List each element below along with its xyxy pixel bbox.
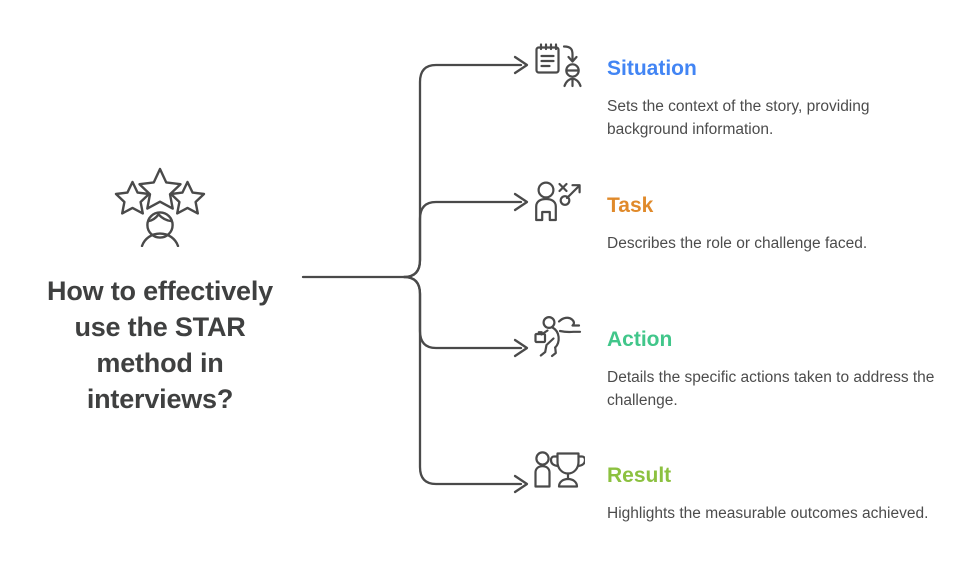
branch-task-description: Describes the role or challenge faced. <box>607 232 937 255</box>
desc-line-1: Describes the role or challenge faced. <box>607 235 868 252</box>
title-line-2: use the STAR <box>74 312 246 342</box>
connector-action <box>402 275 523 350</box>
branch-result-label: Result <box>607 464 672 487</box>
root-node: How to effectively use the STAR method i… <box>10 165 310 417</box>
branch-situation-description: Sets the context of the story, providing… <box>607 95 937 141</box>
branch-action-label: Action <box>607 328 673 351</box>
arrowhead-task <box>513 192 529 212</box>
branch-task-header: Task <box>533 178 953 230</box>
title-line-3: method in <box>96 348 224 378</box>
branch-task-label: Task <box>607 194 654 217</box>
arrowhead-result <box>513 474 529 494</box>
branch-action[interactable]: Action Details the specific actions take… <box>533 312 953 412</box>
branch-result-description: Highlights the measurable outcomes achie… <box>607 502 937 525</box>
arrowhead-action <box>513 338 529 358</box>
clipboard-arrow-person-icon <box>535 43 582 88</box>
person-strategy-icon <box>535 181 581 222</box>
branch-action-description: Details the specific actions taken to ad… <box>607 366 937 412</box>
three-stars-person-icon <box>114 167 206 247</box>
desc-line-1: Details the specific actions taken to <box>607 369 850 386</box>
running-person-briefcase-icon <box>534 315 582 358</box>
desc-line-1: Highlights the measurable outcomes <box>607 505 858 522</box>
person-trophy-icon <box>534 451 585 488</box>
connector-task <box>402 200 523 279</box>
desc-line-1: Sets the context of the story, providing <box>607 98 870 115</box>
branch-situation[interactable]: Situation Sets the context of the story,… <box>533 41 953 141</box>
branch-result-header: Result <box>533 448 953 500</box>
branch-situation-label: Situation <box>607 57 697 80</box>
branch-task[interactable]: Task Describes the role or challenge fac… <box>533 178 953 255</box>
arrowhead-situation <box>513 55 529 75</box>
branch-action-header: Action <box>533 312 953 364</box>
connector-result <box>402 275 523 486</box>
desc-line-2: address the challenge. <box>607 369 935 409</box>
page-title: How to effectively use the STAR method i… <box>15 273 305 417</box>
connector-situation <box>402 63 523 279</box>
desc-line-2: achieved. <box>862 505 929 522</box>
branch-result[interactable]: Result Highlights the measurable outcome… <box>533 448 953 525</box>
desc-line-2: background information. <box>607 121 774 138</box>
branch-situation-header: Situation <box>533 41 953 93</box>
title-line-1: How to effectively <box>47 276 273 306</box>
title-line-4: interviews? <box>86 384 234 414</box>
